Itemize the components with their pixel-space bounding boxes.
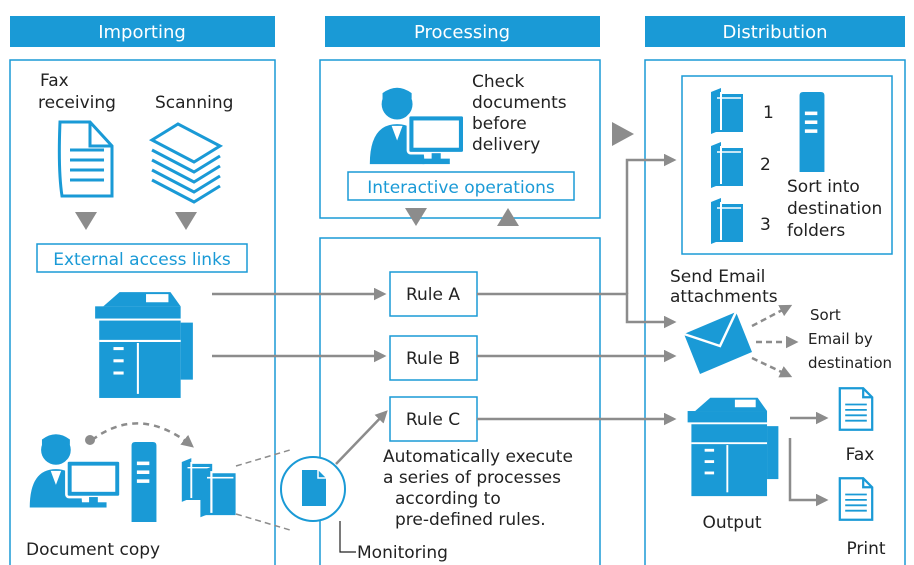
scanned-pages-icon [148, 122, 224, 204]
email-sort-arrow-1 [751, 304, 793, 328]
external-access-links-box [36, 243, 248, 273]
fax-receiving-line1: Fax [40, 71, 69, 91]
processing-header-label: Processing [414, 22, 510, 43]
rule-b-label: Rule B [406, 349, 460, 369]
folder-number-1: 1 [763, 103, 774, 123]
scanning-label: Scanning [155, 93, 233, 113]
sort-email-line3: destination [808, 354, 892, 372]
distribution-panel [644, 59, 906, 565]
interactive-operations-label: Interactive operations [367, 178, 555, 198]
auto-execute-line1: Automatically execute [383, 447, 573, 467]
sort-folders-line2: destination [787, 199, 882, 219]
rule-a-label: Rule A [406, 285, 460, 305]
monitoring-document-icon [302, 470, 326, 506]
down-arrow-to-rules [405, 208, 427, 226]
interactive-operations-box [347, 171, 575, 201]
multifunction-printer-icon [94, 290, 194, 400]
send-email-line1: Send Email [670, 267, 765, 287]
server-icon [799, 92, 825, 172]
distribution-header [645, 16, 905, 47]
rule-c-box [389, 396, 478, 442]
auto-execute-line3: according to [395, 489, 501, 509]
sort-folders-line3: folders [787, 221, 845, 241]
check-documents-line1: Check [472, 72, 524, 92]
monitoring-to-rule-c-arrow [335, 410, 388, 465]
monitoring-leader-line [339, 521, 356, 553]
sort-email-line2: Email by [808, 330, 873, 348]
folder-number-3: 3 [760, 215, 771, 235]
fax-document-icon [57, 120, 114, 198]
folder-icon [709, 196, 745, 246]
auto-execute-line2: a series of processes [383, 468, 561, 488]
output-document-icon [838, 387, 874, 431]
interactive-panel [319, 59, 601, 219]
output-document-icon [838, 477, 874, 521]
send-email-line2: attachments [670, 287, 778, 307]
up-arrow-to-interactive [497, 208, 519, 226]
document-copy-label: Document copy [26, 540, 160, 560]
print-label: Print [846, 539, 885, 559]
folder-number-2: 2 [760, 155, 771, 175]
check-documents-line4: delivery [472, 135, 540, 155]
rule-a-box [389, 271, 478, 317]
fax-receiving-line2: receiving [38, 93, 116, 113]
rule-a-to-folders-arrow [625, 153, 677, 294]
check-documents-line3: before [472, 114, 527, 134]
check-documents-line2: documents [472, 93, 567, 113]
monitoring-label: Monitoring [357, 543, 448, 563]
importing-header-label: Importing [98, 22, 186, 43]
folder-icon [709, 140, 745, 190]
folders-box [681, 75, 893, 255]
output-label: Output [702, 513, 761, 533]
folder-icon [709, 86, 745, 136]
rule-c-label: Rule C [406, 410, 460, 430]
importing-panel [9, 59, 276, 565]
server-icon [131, 442, 157, 522]
email-sort-arrow-3 [751, 356, 793, 378]
folder-icon [199, 465, 237, 519]
distribution-header-label: Distribution [722, 22, 827, 43]
output-to-print-arrow [788, 438, 829, 507]
external-access-links-label: External access links [53, 250, 231, 270]
sort-folders-line1: Sort into [787, 177, 860, 197]
rule-b-box [389, 335, 478, 381]
importing-header [10, 16, 275, 47]
scan-down-arrow [175, 212, 197, 230]
copy-arrow-dot [85, 435, 95, 445]
email-envelope-icon [683, 311, 752, 374]
operator-computer-icon [28, 432, 122, 509]
interactive-to-distribution-arrow [612, 122, 634, 146]
rules-panel [319, 237, 601, 565]
sort-email-line1: Sort [810, 306, 841, 324]
rule-a-to-email-arrow [477, 292, 677, 329]
operator-computer-icon [368, 86, 466, 166]
copy-dashed-arrow [91, 422, 194, 448]
processing-header [325, 16, 600, 47]
fax-down-arrow [75, 212, 97, 230]
multifunction-printer-icon [686, 396, 780, 498]
fax-label: Fax [846, 445, 875, 465]
auto-execute-line4: pre-defined rules. [395, 510, 546, 530]
